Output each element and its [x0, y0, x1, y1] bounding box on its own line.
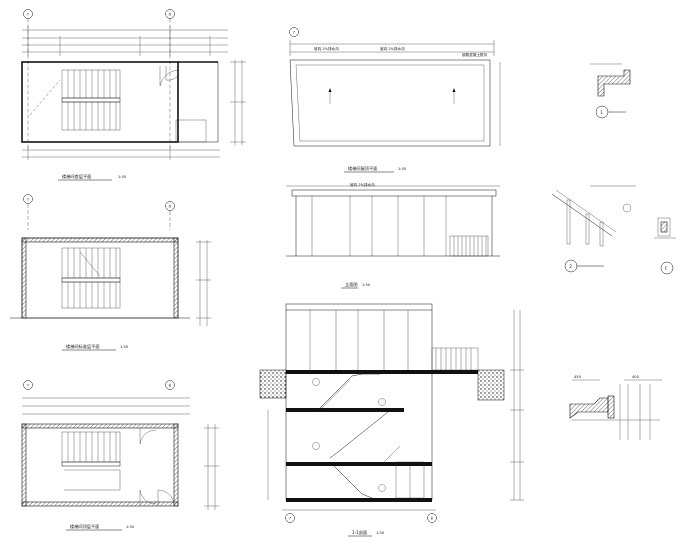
roof-plan: 7 坡向 2%排水沟 坡向 2%排水沟 钢筋混凝土檐沟 楼梯间屋顶平面 1:50: [289, 27, 501, 173]
stair-middle-lower: [61, 281, 121, 309]
svg-text:7: 7: [293, 31, 295, 35]
detail-1: 1: [590, 63, 631, 119]
dim-400-text: 400: [632, 375, 640, 379]
axis-bubble-8-b: 8: [165, 201, 175, 230]
section-title: 1-1剖面: [352, 529, 367, 536]
svg-text:8: 8: [169, 13, 172, 17]
stair-treads-upper: [61, 69, 121, 99]
detail-F-label: F: [665, 266, 668, 271]
axis-bubble-8-c: 8: [165, 380, 175, 390]
axis-bubble-7-c: 7: [23, 380, 33, 390]
roof-slope-note-left: 坡向 2%排水沟: [314, 46, 339, 51]
axis-bubble-7-sec: 7: [285, 513, 295, 523]
section-1-1: 7 8 1-1剖面 1:50: [259, 303, 524, 537]
roof-plan-scale: 1:50: [398, 167, 407, 171]
detail-F: F: [654, 217, 676, 275]
plan-middle-scale: 1:50: [120, 345, 129, 349]
plan-first-title: 楼梯间首层平面: [62, 173, 91, 180]
roof-slope-note-right: 坡向 2%排水沟: [380, 46, 405, 51]
plan-top-scale: 1:50: [126, 525, 135, 529]
plan-top-title: 楼梯间顶层平面: [70, 523, 99, 530]
svg-text:8: 8: [431, 517, 434, 521]
section-stair-flights: [317, 373, 401, 499]
elevation: 坡向 2%排水沟 立面图 1:50: [286, 182, 500, 289]
svg-text:7: 7: [27, 384, 29, 388]
plan-first-scale: 1:50: [118, 175, 127, 179]
elevation-scale: 1:50: [362, 283, 371, 287]
detail-parapet: 450 400: [569, 375, 662, 440]
axis-bubble-7-roof: 7: [289, 27, 299, 37]
svg-text:8: 8: [169, 205, 172, 209]
dim-450-text: 450: [574, 375, 582, 379]
axis-bubble-8-sec: 8: [427, 513, 437, 523]
svg-text:7: 7: [289, 517, 291, 521]
plan-middle-title: 楼梯间标准层平面: [66, 343, 100, 350]
plan-standard-floor: 7 8: [10, 194, 211, 351]
svg-text:8: 8: [169, 384, 172, 388]
detail-1-number: 1: [600, 110, 603, 115]
stair-treads-lower: [61, 101, 121, 131]
roof-edge-note: 钢筋混凝土檐沟: [462, 52, 488, 57]
top-dimensions: [22, 26, 228, 56]
stair-top: [61, 431, 121, 491]
section-scale: 1:50: [376, 531, 385, 535]
svg-text:7: 7: [27, 198, 29, 202]
detail-2-number: 2: [569, 264, 572, 269]
plan-first-floor: 7 8: [21, 9, 246, 181]
svg-text:7: 7: [27, 13, 29, 17]
plan-top-floor: 7 8: [21, 380, 219, 531]
axis-bubble-7-b: 7: [23, 194, 33, 230]
elevation-note: 坡向 2%排水沟: [350, 182, 375, 187]
detail-2: 2: [551, 185, 636, 273]
elevation-title: 立面图: [345, 281, 358, 288]
roof-plan-title: 楼梯间屋顶平面: [348, 165, 377, 172]
